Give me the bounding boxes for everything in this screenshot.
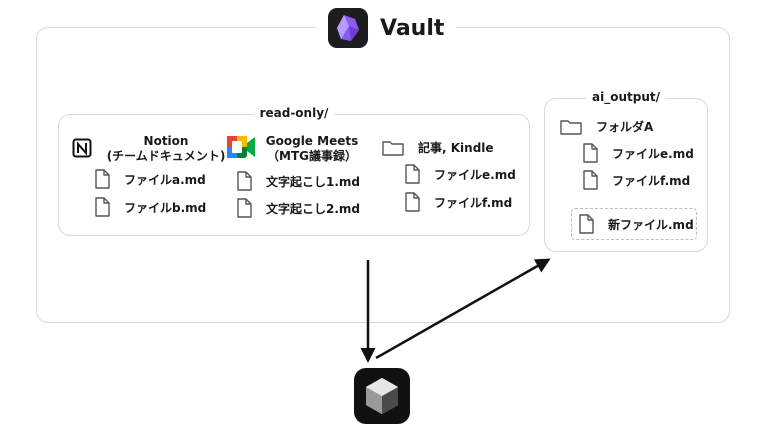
file-name: ファイルe.md xyxy=(612,146,694,161)
file-item[interactable]: ファイルf.md xyxy=(582,170,690,190)
file-name: ファイルf.md xyxy=(434,195,513,210)
arrow-app-to-ai-output xyxy=(375,258,551,360)
new-file-placeholder xyxy=(571,208,697,240)
ai-output-label: ai_output/ xyxy=(586,90,666,104)
vault-title: Vault xyxy=(380,15,445,41)
meets-title-line2: （MTG議事録） xyxy=(267,149,357,163)
file-name: ファイルe.md xyxy=(434,167,516,182)
folder-name: フォルダA xyxy=(596,120,654,134)
file-item[interactable]: 文字起こし1.md xyxy=(236,171,360,191)
file-name: ファイルb.md xyxy=(124,200,207,215)
folder-a[interactable]: フォルダA xyxy=(560,118,653,135)
notion-icon xyxy=(72,138,92,162)
meets-title: Google Meets （MTG議事録） xyxy=(252,134,372,164)
meets-title-line1: Google Meets xyxy=(265,134,359,148)
file-item[interactable]: ファイルe.md xyxy=(404,164,516,184)
ai-app-icon[interactable] xyxy=(354,368,410,424)
file-item[interactable]: ファイルf.md xyxy=(404,192,512,212)
file-name: 新ファイル.md xyxy=(608,217,694,232)
google-meet-icon xyxy=(226,134,256,164)
obsidian-icon xyxy=(328,8,368,48)
file-name: 文字起こし1.md xyxy=(266,174,361,189)
file-item[interactable]: ファイルb.md xyxy=(94,197,206,217)
file-item[interactable]: 文字起こし2.md xyxy=(236,198,360,218)
file-item[interactable]: ファイルe.md xyxy=(582,143,694,163)
kindle-folder[interactable]: 記事, Kindle xyxy=(382,139,494,156)
file-name: ファイルf.md xyxy=(612,173,691,188)
vault-header: Vault xyxy=(316,6,457,50)
file-item[interactable]: ファイルa.md xyxy=(94,169,206,189)
notion-title-line2: (チームドキュメント) xyxy=(106,149,226,163)
notion-title: Notion (チームドキュメント) xyxy=(96,134,236,164)
read-only-label: read-only/ xyxy=(253,106,335,120)
file-name: 文字起こし2.md xyxy=(266,201,361,216)
read-only-panel: read-only/ xyxy=(58,106,530,236)
folder-name: 記事, Kindle xyxy=(418,141,494,155)
new-file-item[interactable]: 新ファイル.md xyxy=(578,214,694,234)
file-name: ファイルa.md xyxy=(124,172,206,187)
notion-title-line1: Notion xyxy=(143,134,189,148)
